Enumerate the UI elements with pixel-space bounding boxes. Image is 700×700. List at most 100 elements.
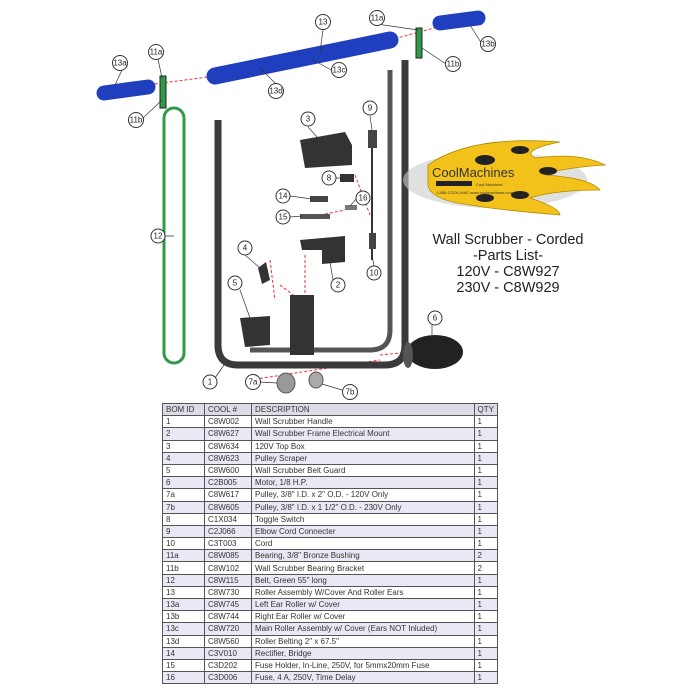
callout-1: 1	[202, 374, 218, 390]
green-belt	[162, 106, 186, 365]
callout-11a-left: 11a	[148, 44, 164, 60]
callout-4: 4	[237, 240, 253, 256]
bom-id-cell: 13b	[162, 610, 205, 624]
table-header: BOM ID COOL # DESCRIPTION QTY	[162, 402, 499, 417]
cool-number-cell: C8W560	[204, 634, 252, 648]
qty-cell: 1	[473, 537, 499, 551]
svg-text:9: 9	[368, 104, 373, 113]
svg-text:1: 1	[208, 378, 213, 387]
qty-cell: 1	[473, 634, 499, 648]
svg-text:13d: 13d	[269, 87, 282, 96]
description-cell: Bearing, 3/8" Bronze Bushing	[251, 549, 475, 563]
svg-text:CoolMachines: CoolMachines	[432, 165, 515, 180]
callout-14: 14	[275, 188, 291, 204]
callout-13b: 13b	[480, 36, 496, 52]
left-bearing-bracket	[159, 75, 167, 109]
description-cell: Elbow Cord Connecter	[251, 524, 475, 539]
bom-id-cell: 15	[162, 658, 205, 673]
callout-9: 9	[362, 100, 378, 116]
svg-text:4: 4	[243, 244, 248, 253]
callout-8: 8	[321, 170, 337, 186]
bom-id-cell: 13a	[162, 597, 205, 612]
qty-cell: 1	[473, 476, 499, 490]
description-cell: Pulley, 3/8" I.D. x 1 1/2" O.D. - 230V O…	[251, 500, 475, 514]
description-cell: Pulley Scraper	[251, 451, 475, 465]
exploded-parts-diagram: 13 11a 13b 13a 11a 11b 13c 13d 11b 3 9 8…	[96, 10, 607, 400]
bom-id-cell: 1	[162, 415, 205, 429]
callout-7b: 7b	[342, 384, 358, 400]
top-box	[300, 132, 352, 168]
bom-id-cell: 8	[162, 512, 205, 526]
svg-text:14: 14	[279, 192, 288, 201]
cool-number-cell: C8W102	[204, 561, 252, 575]
description-cell: Fuse Holder, In-Line, 250V, for 5mmx20mm…	[251, 658, 475, 673]
cool-number-cell: C8W002	[204, 415, 252, 429]
callout-5: 5	[227, 275, 243, 291]
bom-id-cell: 13d	[162, 634, 205, 648]
bom-id-cell: 7b	[162, 500, 205, 514]
bom-id-cell: 16	[162, 671, 205, 685]
cool-number-cell: C8W627	[204, 427, 252, 441]
right-bearing-bracket	[415, 27, 423, 59]
qty-cell: 1	[473, 451, 499, 465]
description-cell: Wall Scrubber Frame Electrical Mount	[251, 427, 475, 441]
bom-id-cell: 11b	[162, 561, 205, 575]
product-title-block: Wall Scrubber - Corded -Parts List- 120V…	[412, 232, 604, 296]
callout-13c: 13c	[331, 62, 347, 78]
qty-cell: 1	[473, 671, 499, 685]
description-cell: Motor, 1/8 H.P.	[251, 476, 475, 490]
motor-face	[403, 342, 413, 368]
fuse	[345, 205, 357, 210]
callout-13d: 13d	[268, 83, 284, 99]
cool-number-cell: C2B005	[204, 476, 252, 490]
qty-cell: 1	[473, 500, 499, 514]
description-cell: Cord	[251, 537, 475, 551]
bom-id-cell: 5	[162, 463, 205, 478]
qty-cell: 1	[473, 597, 499, 612]
svg-text:13b: 13b	[481, 40, 495, 49]
cool-number-cell: C8W085	[204, 549, 252, 563]
qty-cell: 1	[473, 463, 499, 478]
bom-id-cell: 13c	[162, 622, 205, 636]
bom-id-cell: 13	[162, 585, 205, 600]
bom-id-cell: 6	[162, 476, 205, 490]
qty-cell: 1	[473, 415, 499, 429]
qty-cell: 2	[473, 549, 499, 563]
description-cell: Wall Scrubber Belt Guard	[251, 463, 475, 478]
cool-number-cell: C8W115	[204, 573, 252, 587]
callout-15: 15	[275, 209, 291, 225]
svg-text:11b: 11b	[447, 60, 460, 69]
svg-text:12: 12	[154, 232, 163, 241]
toggle-switch	[340, 174, 354, 182]
cord-plug	[369, 233, 376, 249]
cool-number-cell: C8W617	[204, 488, 252, 502]
cool-number-cell: C8W730	[204, 585, 252, 600]
callout-13a: 13a	[112, 55, 128, 71]
bom-id-cell: 3	[162, 439, 205, 453]
bom-id-cell: 9	[162, 524, 205, 539]
svg-text:10: 10	[370, 269, 379, 278]
qty-cell: 1	[473, 585, 499, 600]
description-cell: Pulley, 3/8" I.D. x 2" O.D. - 120V Only	[251, 488, 475, 502]
left-ear-roller	[96, 79, 156, 101]
description-cell: Rectifier, Bridge	[251, 646, 475, 660]
cool-number-cell: C8W600	[204, 463, 252, 478]
qty-cell: 1	[473, 488, 499, 502]
description-cell: 120V Top Box	[251, 439, 475, 453]
cool-number-cell: C1X034	[204, 512, 252, 526]
callout-11b-right: 11b	[445, 56, 461, 72]
cool-number-cell: C3V010	[204, 646, 252, 660]
svg-text:11b: 11b	[130, 116, 143, 125]
cool-number-cell: C8W744	[204, 610, 252, 624]
qty-cell: 1	[473, 658, 499, 673]
